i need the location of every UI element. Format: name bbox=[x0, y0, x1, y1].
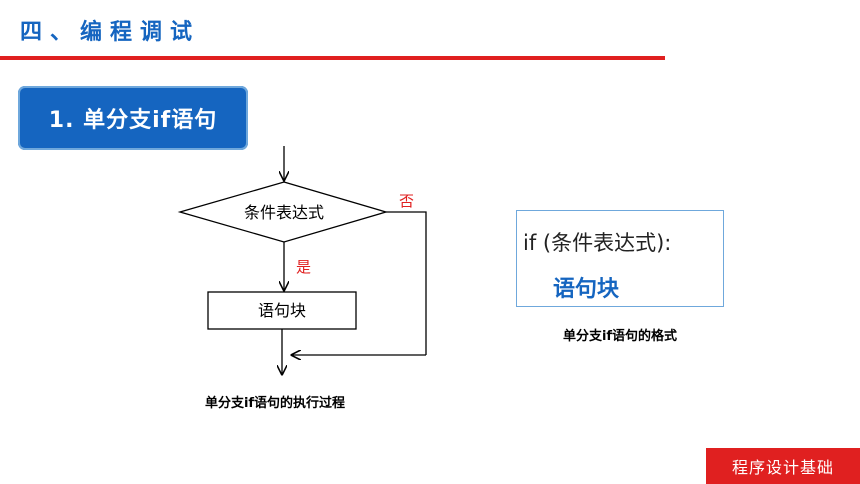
title-divider bbox=[0, 56, 665, 60]
flowchart-caption: 单分支if语句的执行过程 bbox=[204, 396, 346, 411]
syntax-block-line: 语句块 bbox=[553, 277, 620, 302]
false-label: 否 bbox=[399, 192, 414, 210]
subtitle-badge: 1. 单分支if语句 bbox=[18, 86, 248, 150]
false-path bbox=[386, 211, 427, 355]
syntax-header-line: if (条件表达式): bbox=[523, 231, 672, 255]
section-title: 四、编程调试 bbox=[20, 20, 201, 45]
footer-course-badge: 程序设计基础 bbox=[706, 448, 860, 484]
block-label: 语句块 bbox=[258, 301, 306, 320]
syntax-caption: 单分支if语句的格式 bbox=[562, 329, 678, 344]
condition-label: 条件表达式 bbox=[244, 203, 324, 222]
true-label: 是 bbox=[296, 258, 311, 276]
syntax-box: if (条件表达式): 语句块 bbox=[516, 210, 724, 307]
